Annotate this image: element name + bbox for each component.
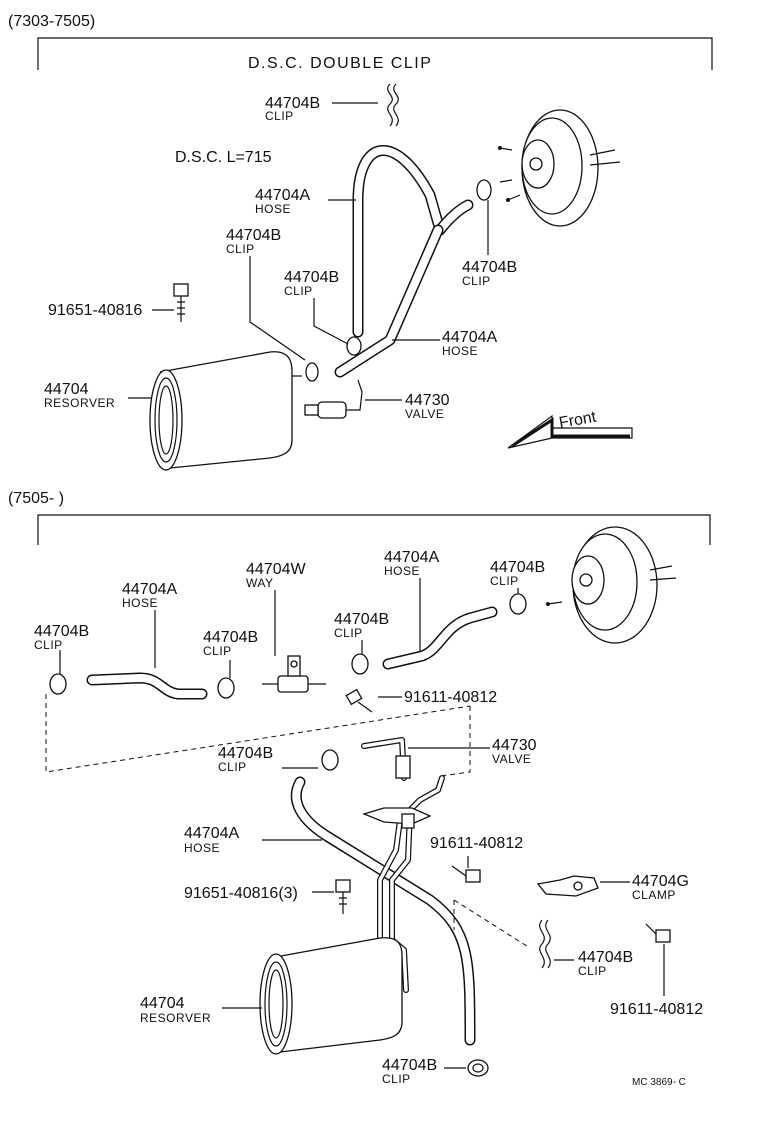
part-number: 44704: [140, 995, 185, 1012]
dsc-length-label: D.S.C. L=715: [175, 149, 272, 166]
part-number: 44704B: [34, 623, 89, 640]
bolt-icon: [173, 283, 189, 322]
dashed-guide: [453, 899, 531, 949]
part-number: 44730: [492, 737, 537, 754]
part-number: 44704B: [578, 949, 633, 966]
part-number: 91611-40812: [404, 689, 497, 706]
part-number: 44704B: [218, 745, 273, 762]
clamp-icon: [536, 875, 599, 897]
hose-bottom-left: [86, 672, 208, 700]
part-number: 44704A: [255, 187, 310, 204]
part-name: CLIP: [284, 284, 313, 298]
part-number: 91651-40816(3): [184, 885, 298, 902]
part-name: HOSE: [122, 596, 158, 610]
top-section-title: D.S.C. DOUBLE CLIP: [248, 55, 432, 72]
hose-top-loop: [334, 145, 474, 378]
top-range-label: (7303-7505): [8, 13, 95, 30]
bottom-range-label: (7505- ): [8, 490, 64, 507]
part-number: 44704B: [462, 259, 517, 276]
bracket-icon: [362, 807, 432, 829]
part-name: CLIP: [34, 638, 63, 652]
part-name: CLAMP: [632, 888, 676, 902]
top-section-bracket: [37, 37, 713, 70]
part-number: 44704G: [632, 873, 689, 890]
hose-bottom-right: [382, 606, 498, 670]
dashed-guide: [45, 694, 471, 773]
part-number: 44704A: [122, 581, 177, 598]
part-number: 44704W: [246, 561, 306, 578]
part-number: 44704B: [203, 629, 258, 646]
bolt-icon: [345, 688, 373, 713]
part-name: HOSE: [442, 344, 478, 358]
part-number: 91651-40816: [48, 302, 142, 319]
part-number: 44704B: [334, 611, 389, 628]
hair-clip-icon: [539, 919, 551, 969]
hose-bottom-long: [290, 776, 476, 1046]
hair-clip-icon: [387, 83, 399, 127]
part-name: CLIP: [226, 242, 255, 256]
part-name: RESORVER: [140, 1011, 211, 1025]
part-name: CLIP: [203, 644, 232, 658]
part-name: CLIP: [334, 626, 363, 640]
dashed-guide: [439, 706, 471, 777]
front-arrow-icon: Front: [507, 409, 633, 449]
part-number: 91611-40812: [430, 835, 523, 852]
check-valve-icon: [304, 379, 363, 419]
part-number: 44704: [44, 381, 89, 398]
part-name: CLIP: [578, 964, 607, 978]
part-name: CLIP: [490, 574, 519, 588]
bottom-section-bracket: [37, 514, 711, 545]
brake-booster-top: [498, 109, 621, 227]
check-valve-icon: [361, 737, 411, 781]
part-number: 44704B: [265, 95, 320, 112]
part-name: HOSE: [384, 564, 420, 578]
reference-code: MC 3869- C: [632, 1077, 686, 1088]
bolt-icon: [335, 879, 351, 914]
clip-icon: [467, 1059, 489, 1077]
part-number: 44704B: [226, 227, 281, 244]
part-name: CLIP: [382, 1072, 411, 1086]
bolt-icon: [645, 923, 671, 943]
way-connector-icon: [262, 655, 326, 693]
part-number: 44704A: [184, 825, 239, 842]
clip-icon: [305, 179, 492, 382]
part-name: HOSE: [184, 841, 220, 855]
part-number: 44704A: [442, 329, 497, 346]
clip-icon: [49, 593, 527, 771]
part-number: 44704B: [382, 1057, 437, 1074]
part-name: CLIP: [218, 760, 247, 774]
part-name: RESORVER: [44, 396, 115, 410]
reservoir-canister-icon: [149, 351, 302, 471]
part-number: 44730: [405, 392, 450, 409]
part-number: 91611-40812: [610, 1001, 703, 1018]
part-number: 44704B: [490, 559, 545, 576]
bolt-icon: [451, 865, 481, 883]
part-number: 44704B: [284, 269, 339, 286]
leader-line: [249, 256, 306, 361]
part-name: VALVE: [492, 752, 531, 766]
part-name: VALVE: [405, 407, 444, 421]
reservoir-canister-icon: [259, 937, 403, 1055]
brake-booster-bottom: [546, 526, 677, 644]
part-name: WAY: [246, 576, 274, 590]
front-label: Front: [558, 409, 598, 432]
part-name: HOSE: [255, 202, 291, 216]
part-name: CLIP: [462, 274, 491, 288]
part-number: 44704A: [384, 549, 439, 566]
part-name: CLIP: [265, 109, 294, 123]
leader-line: [313, 298, 349, 345]
